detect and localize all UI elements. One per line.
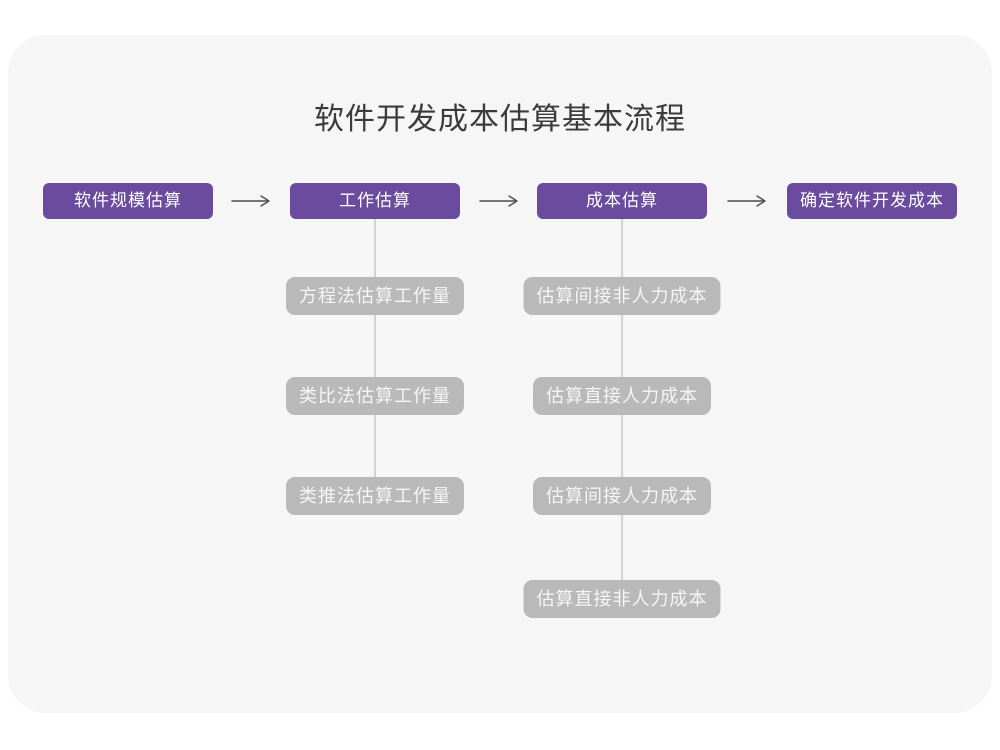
substep-direct-non-labor-cost: 估算直接非人力成本 (523, 580, 721, 618)
substep-indirect-labor-cost: 估算间接人力成本 (533, 477, 711, 515)
arrow-right-icon (479, 195, 518, 207)
substep-indirect-non-labor-cost: 估算间接非人力成本 (523, 277, 721, 315)
arrow-right-icon (727, 195, 766, 207)
substep-extrapolation-method-workload: 类推法估算工作量 (286, 477, 464, 515)
flow-step-cost-estimation: 成本估算 (537, 183, 707, 219)
flow-step-work-estimation: 工作估算 (290, 183, 460, 219)
connector-line-work-estimation (374, 219, 376, 481)
substep-direct-labor-cost: 估算直接人力成本 (533, 377, 711, 415)
substep-equation-method-workload: 方程法估算工作量 (286, 277, 464, 315)
flowchart-card: 软件开发成本估算基本流程 软件规模估算 工作估算 成本估算 确定软件开发成本 方… (8, 35, 992, 713)
diagram-title: 软件开发成本估算基本流程 (314, 103, 686, 136)
flow-step-determine-development-cost: 确定软件开发成本 (787, 183, 957, 219)
flow-step-software-scale-estimation: 软件规模估算 (43, 183, 213, 219)
arrow-right-icon (231, 195, 270, 207)
substep-analogy-method-workload: 类比法估算工作量 (286, 377, 464, 415)
